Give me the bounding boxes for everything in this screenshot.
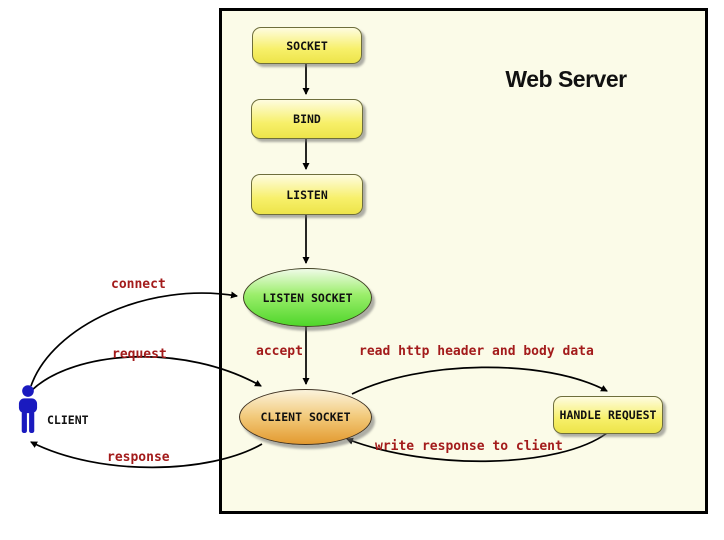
client-actor	[15, 385, 41, 439]
node-socket: SOCKET	[252, 27, 362, 64]
edge-connect	[30, 291, 238, 387]
node-listen-socket: LISTEN SOCKET	[243, 268, 372, 327]
edge-label-write-response: write response to client	[375, 439, 563, 454]
edge-label-connect: connect	[111, 277, 166, 292]
edge-label-response: response	[107, 450, 170, 465]
node-listen-socket-label: LISTEN SOCKET	[262, 290, 353, 305]
person-icon	[18, 385, 38, 434]
edge-label-accept: accept	[256, 344, 303, 359]
diagram-title: Web Server	[505, 66, 627, 92]
node-handle-request-label: HANDLE REQUEST	[559, 408, 657, 422]
node-listen-label: LISTEN	[286, 187, 328, 202]
node-bind-label: BIND	[293, 112, 321, 126]
node-client-socket: CLIENT SOCKET	[239, 389, 372, 445]
node-listen: LISTEN	[251, 174, 363, 215]
client-actor-label: CLIENT	[47, 413, 89, 427]
edge-label-read-http: read http header and body data	[359, 344, 594, 359]
edge-label-request: request	[112, 347, 167, 362]
node-handle-request: HANDLE REQUEST	[553, 396, 663, 434]
node-socket-label: SOCKET	[286, 38, 328, 53]
node-client-socket-label: CLIENT SOCKET	[260, 410, 351, 424]
node-bind: BIND	[251, 99, 363, 139]
